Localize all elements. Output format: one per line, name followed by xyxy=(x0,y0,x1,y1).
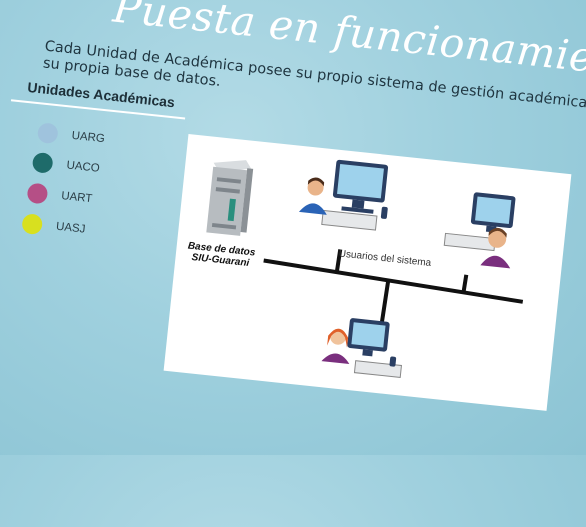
computer-user-1-icon xyxy=(298,159,389,231)
legend-item-uasj: UASJ xyxy=(21,213,86,240)
legend-dot-icon xyxy=(31,151,54,174)
legend-label: UART xyxy=(60,190,93,206)
computer-user-3-icon xyxy=(321,318,403,378)
legend-label: UARG xyxy=(71,129,106,146)
computer-user-2-icon xyxy=(443,192,516,269)
legend-dot-icon xyxy=(26,182,49,205)
legend-item-uarg: UARG xyxy=(36,122,106,149)
network-diagram: Usuarios del sistema Base de datos SIU-G… xyxy=(163,133,572,411)
network-lines xyxy=(263,249,524,324)
legend-item-uaco: UACO xyxy=(31,151,101,179)
legend-dot-icon xyxy=(21,213,44,236)
legend-label: UACO xyxy=(65,159,101,175)
database-server-icon xyxy=(206,160,254,236)
legend-label: UASJ xyxy=(55,220,86,236)
legend-item-uart: UART xyxy=(26,182,93,210)
legend-dot-icon xyxy=(36,122,59,145)
